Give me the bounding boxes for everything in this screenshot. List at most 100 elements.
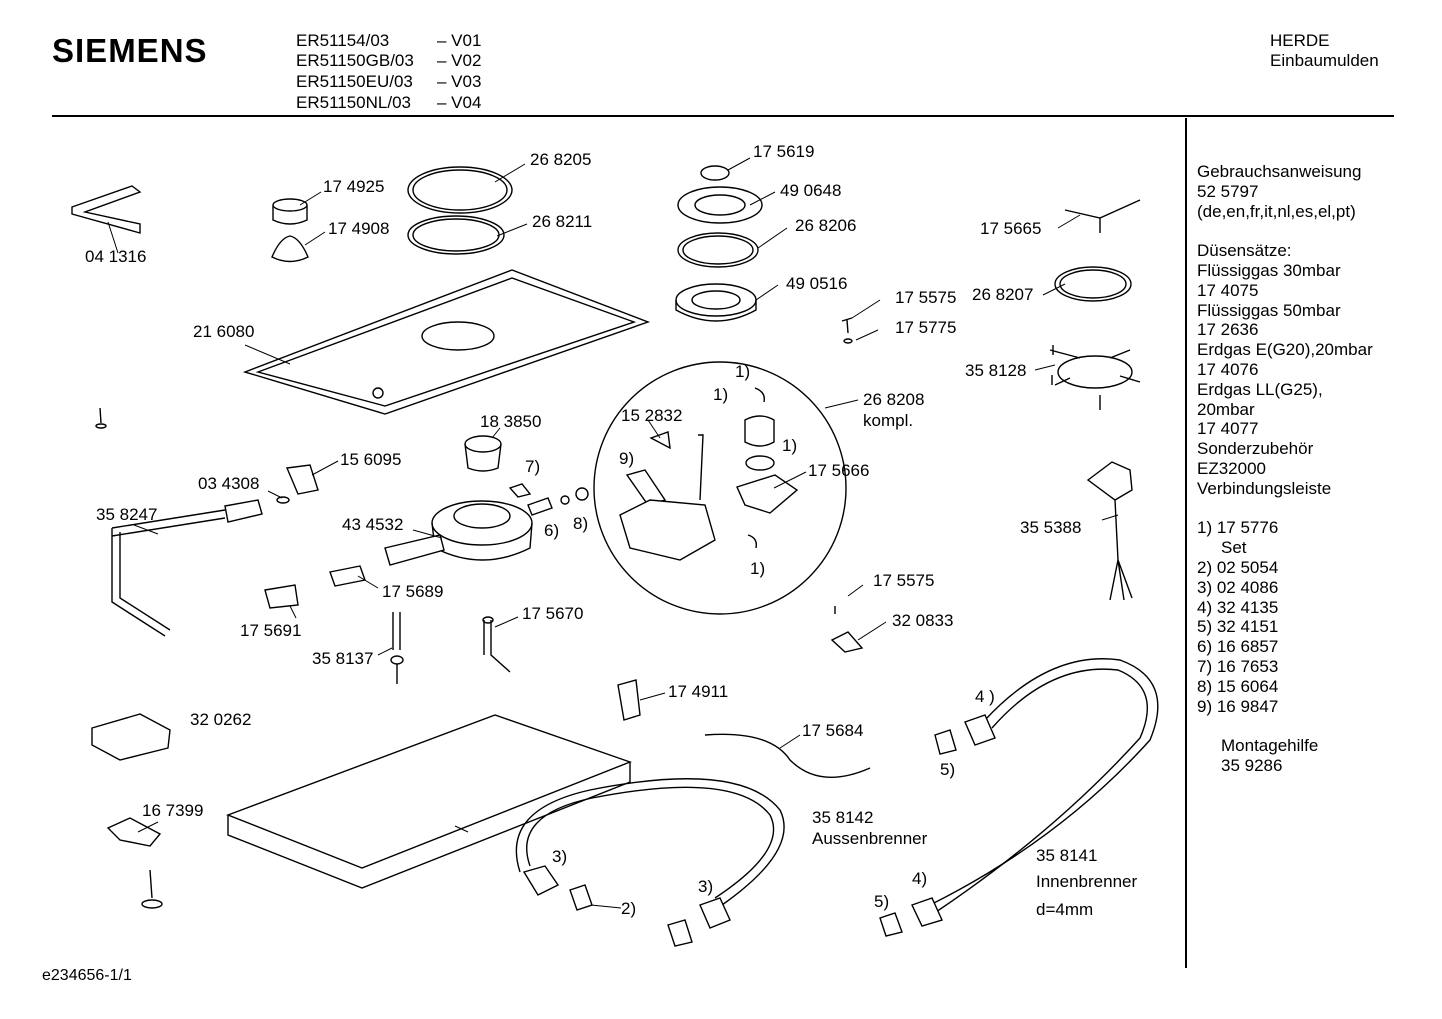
part-label: 17 5684 [802,721,863,740]
part-label: 18 3850 [480,412,541,431]
sidebar-line: 5) 32 4151 [1197,617,1279,637]
part-label: kompl. [863,411,913,430]
part-label: Aussenbrenner [812,829,928,848]
sidebar-line: 20mbar [1197,399,1255,419]
fixing-screw [141,869,163,909]
sidebar-spacer [1197,716,1373,736]
sidebar-line: (de,en,fr,it,nl,es,el,pt) [1197,201,1356,221]
hob-top-plate [242,269,651,415]
gas-burner-unit [384,500,533,566]
model-number: ER51150GB/03 [296,51,414,70]
part-label: Innenbrenner [1036,872,1137,891]
thermocouple [482,616,511,673]
sidebar-line: 17 4077 [1197,419,1259,439]
part-label: 26 8206 [795,216,856,235]
spring-clip [106,817,162,847]
sidebar-line: 17 4076 [1197,359,1259,379]
sealing-ring-upper [407,166,513,214]
part-label: 26 8205 [530,150,591,169]
switch-module [617,679,641,721]
sidebar-divider [1185,118,1187,968]
power-cord [1086,461,1133,601]
callout-label: 4) [912,869,927,888]
ignition-cable [704,733,871,778]
burner-nozzle-part [464,435,502,472]
burner-ring-outer [677,186,763,224]
callout-label: 6) [544,521,559,540]
ignition-electrode [390,612,404,684]
model-number: ER51154/03 [296,31,390,50]
sidebar-line: Sonderzubehör [1197,439,1314,459]
footnote-callouts: 1) 1) 1) 1) 9) 7) 8) 6) 2) 3) 3) 4 ) 4) … [525,362,995,918]
injector-parts [508,483,589,516]
burner-base [675,283,757,322]
sidebar-line: Gebrauchsanweisung [1197,162,1362,181]
sealing-ring-burner [677,232,759,268]
part-labels: 04 1316 17 4925 17 4908 26 8205 26 8211 … [85,142,1137,919]
part-label: 35 8137 [312,649,373,668]
thermocouple-clip [264,584,299,609]
sidebar-line: Erdgas LL(G25), [1197,379,1323,399]
part-label: 17 5619 [753,142,814,161]
part-label: 17 5666 [808,461,869,480]
callout-label: 1) [782,436,797,455]
exploded-parts-diagram: 04 1316 17 4925 17 4908 26 8205 26 8211 … [71,142,1159,947]
part-label: 17 5691 [240,621,301,640]
part-label: 17 5575 [873,571,934,590]
sidebar-spacer [1197,499,1373,519]
part-label: 35 8247 [96,505,157,524]
model-number: ER51150EU/03 [296,72,413,91]
part-label: 35 8128 [965,361,1026,380]
part-label: 32 0262 [190,710,251,729]
sidebar-line: 17 4075 [1197,280,1259,300]
part-label: 17 5575 [895,288,956,307]
callout-label: 8) [573,514,588,533]
sidebar-line: 2) 02 5054 [1197,557,1279,577]
model-version: – V02 [437,51,482,70]
part-label: 26 8211 [532,212,592,231]
part-label: d=4mm [1036,900,1093,919]
part-label: 17 4925 [323,177,384,196]
small-screw [841,317,853,344]
burner-cap-dome [271,235,309,263]
header-divider [52,115,1394,117]
pan-support-grid [1049,345,1141,410]
part-label: 04 1316 [85,247,146,266]
pan-support-ring [1054,266,1132,302]
hob-base-tray [226,714,633,889]
sidebar-line: Verbindungsleiste [1197,478,1332,498]
callout-label: 5) [874,892,889,911]
gas-hose-inner [879,658,1159,937]
sidebar-line: 1) 17 5776 [1197,518,1279,538]
pan-support-star [1064,199,1141,233]
callout-label: 3) [552,847,567,866]
callout-label: 5) [940,760,955,779]
angle-bracket [71,185,142,234]
callout-label: 3) [698,877,713,896]
callout-label: 9) [619,449,634,468]
part-label: 26 8207 [972,285,1033,304]
model-version: – V04 [437,93,482,112]
sidebar-line: EZ32000 [1197,458,1266,478]
model-version: – V03 [437,72,482,91]
part-label: 35 8141 [1036,846,1097,865]
small-o-ring [276,496,290,504]
callout-label: 1) [713,385,728,404]
sidebar-line: 7) 16 7653 [1197,656,1279,676]
callout-label: 1) [735,362,750,381]
callout-label: 1) [750,559,765,578]
part-label: 35 5388 [1020,518,1081,537]
sidebar-line: 4) 32 4135 [1197,597,1279,617]
elbow-connector [285,464,319,495]
connector-block [91,713,171,761]
part-label: 21 6080 [193,322,254,341]
sidebar-line: Düsensätze: [1197,241,1292,261]
model-version: – V01 [437,31,482,50]
part-label: 17 5665 [980,219,1041,238]
category-subtitle: Einbaumulden [1270,51,1379,70]
part-label: 32 0833 [892,611,953,630]
tube-sleeve [329,565,366,587]
callout-label: 2) [621,899,636,918]
part-label: 17 4908 [328,219,389,238]
part-label: 15 2832 [621,406,682,425]
